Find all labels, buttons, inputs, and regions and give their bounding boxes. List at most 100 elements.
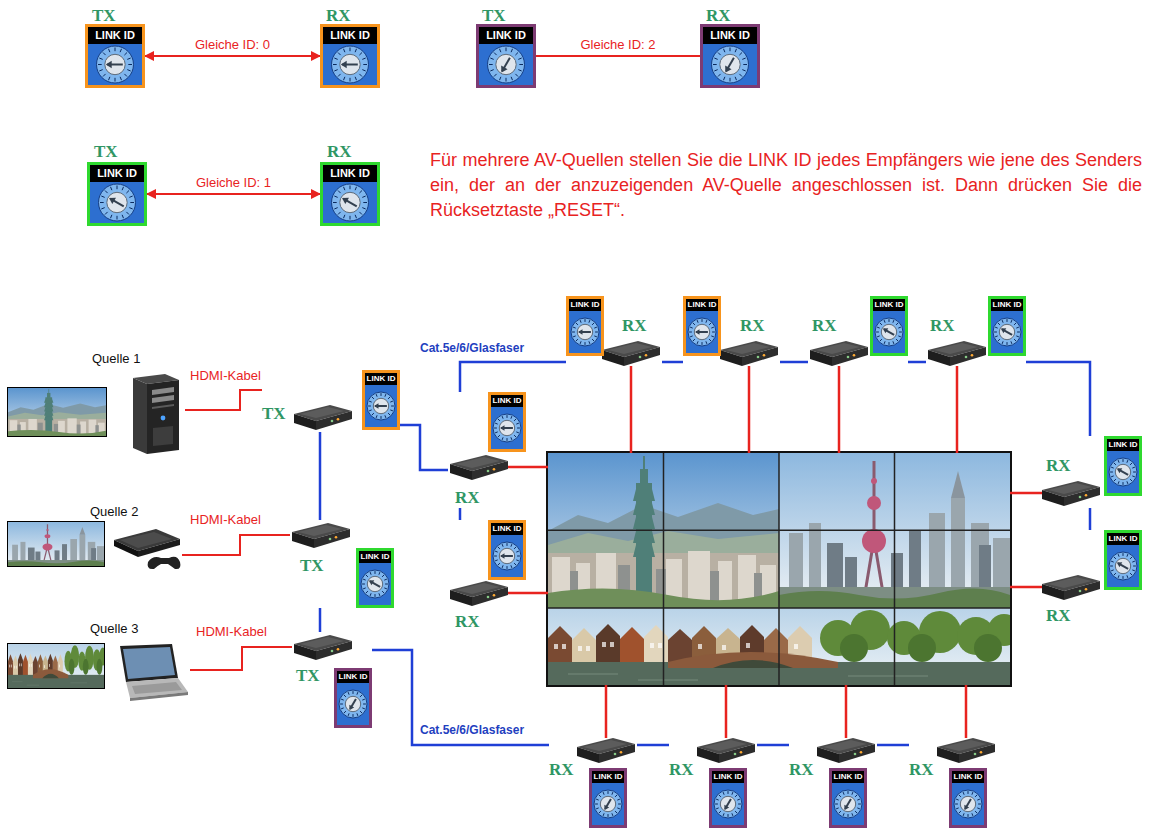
hdmi-connector	[190, 647, 292, 670]
network-connector	[460, 362, 566, 392]
extender-device	[718, 338, 780, 368]
link-id-switch: LINK ID	[1104, 436, 1142, 496]
switch-caption-strip: LINK ID	[491, 523, 523, 535]
rotary-dial	[686, 311, 718, 353]
extender-device	[600, 338, 662, 368]
unit-label: RX	[455, 612, 480, 632]
extender-node: TXLINK ID	[85, 6, 145, 88]
switch-caption-strip: LINK ID	[359, 551, 391, 563]
switch-caption: LINK ID	[571, 300, 600, 309]
network-connector	[757, 744, 789, 747]
network-connector	[319, 432, 322, 520]
extender-device	[575, 735, 637, 765]
switch-caption-strip: LINK ID	[686, 299, 718, 311]
extender-node: TXLINK ID	[476, 6, 536, 88]
unit-label: RX	[909, 760, 934, 780]
extender-node: RXLINK ID	[549, 735, 637, 828]
rotary-dial	[90, 182, 144, 223]
switch-caption: LINK ID	[710, 29, 750, 41]
rotary-dial	[323, 44, 377, 85]
switch-caption-strip: LINK ID	[323, 27, 377, 44]
switch-caption-strip: LINK ID	[491, 395, 523, 407]
cable-label: HDMI-Kabel	[188, 369, 263, 384]
link-id-switch: LINK ID	[829, 768, 867, 828]
extender-node: RX LINK ID	[320, 142, 380, 226]
extender-node: TX LINK ID	[290, 520, 394, 608]
link-id-switch: LINK ID	[566, 296, 604, 356]
network-connector	[372, 650, 549, 745]
instruction-note: Für mehrere AV-Quellen stellen Sie die L…	[430, 148, 1142, 222]
switch-caption-strip: LINK ID	[365, 373, 397, 385]
link-id-switch: LINK ID	[1104, 530, 1142, 590]
unit-label: RX	[327, 142, 352, 162]
source-node: Quelle 3	[90, 622, 190, 702]
rotary-dial	[337, 683, 369, 725]
source-device-icon	[108, 642, 190, 702]
unit-label: RX	[930, 316, 955, 336]
link-id-switch: LINK ID	[320, 162, 380, 226]
unit-label: TX	[262, 404, 286, 424]
rotary-dial	[359, 563, 391, 605]
link-id-switch: LINK ID	[356, 548, 394, 608]
rotary-dial	[991, 311, 1023, 353]
extender-device	[926, 338, 988, 368]
extender-device	[1040, 572, 1102, 602]
rotary-dial	[569, 311, 601, 353]
link-id-switch: LINK ID	[870, 296, 908, 356]
extender-device	[292, 632, 354, 662]
extender-device	[808, 338, 870, 368]
switch-caption: LINK ID	[1109, 440, 1138, 449]
unit-label: TX	[482, 6, 506, 26]
switch-caption: LINK ID	[493, 524, 522, 533]
unit-label: RX	[1046, 456, 1071, 476]
switch-caption: LINK ID	[367, 374, 396, 383]
extender-node: RXLINK ID	[669, 735, 757, 828]
source-node: Quelle 2	[90, 505, 182, 570]
network-connector	[908, 361, 926, 364]
switch-caption: LINK ID	[339, 672, 368, 681]
extender-node: TX LINK ID	[262, 370, 400, 432]
rotary-dial	[712, 783, 744, 825]
unit-label: TX	[92, 6, 116, 26]
unit-label: RX	[1046, 606, 1071, 626]
rotary-dial	[592, 783, 624, 825]
rotary-dial	[832, 783, 864, 825]
switch-caption-strip: LINK ID	[479, 27, 533, 44]
unit-label: RX	[669, 760, 694, 780]
source-device-icon	[110, 526, 182, 570]
switch-caption: LINK ID	[875, 300, 904, 309]
link-id-switch: LINK ID	[87, 162, 147, 226]
switch-caption-strip: LINK ID	[1107, 439, 1139, 451]
extender-node: RX LINK ID	[448, 520, 526, 632]
source-label: Quelle 3	[90, 622, 138, 637]
hdmi-connector	[145, 55, 320, 57]
switch-caption-strip: LINK ID	[323, 165, 377, 182]
network-connector	[780, 361, 808, 364]
switch-caption-strip: LINK ID	[88, 27, 142, 44]
network-connector	[637, 744, 669, 747]
network-connector	[662, 361, 683, 364]
rotary-dial	[365, 385, 397, 427]
cable-label: Gleiche ID: 1	[194, 176, 273, 191]
switch-caption-strip: LINK ID	[1107, 533, 1139, 545]
unit-label: TX	[300, 556, 324, 576]
extender-node: RXLINK ID	[808, 296, 908, 368]
network-connector	[877, 744, 909, 747]
switch-caption-strip: LINK ID	[991, 299, 1023, 311]
hdmi-connector	[147, 193, 320, 195]
link-id-switch: LINK ID	[85, 24, 145, 88]
cable-label: HDMI-Kabel	[188, 513, 263, 528]
link-id-switch: LINK ID	[320, 24, 380, 88]
switch-caption-strip: LINK ID	[90, 165, 144, 182]
rotary-dial	[323, 182, 377, 223]
cable-label: Cat.5e/6/Glasfaser	[418, 724, 526, 738]
unit-label: RX	[326, 6, 351, 26]
hdmi-connector	[182, 535, 290, 555]
network-connector	[1026, 362, 1090, 436]
switch-caption: LINK ID	[493, 396, 522, 405]
switch-caption: LINK ID	[330, 167, 370, 179]
source-label: Quelle 1	[92, 352, 140, 367]
switch-caption: LINK ID	[361, 552, 390, 561]
switch-caption-strip: LINK ID	[569, 299, 601, 311]
